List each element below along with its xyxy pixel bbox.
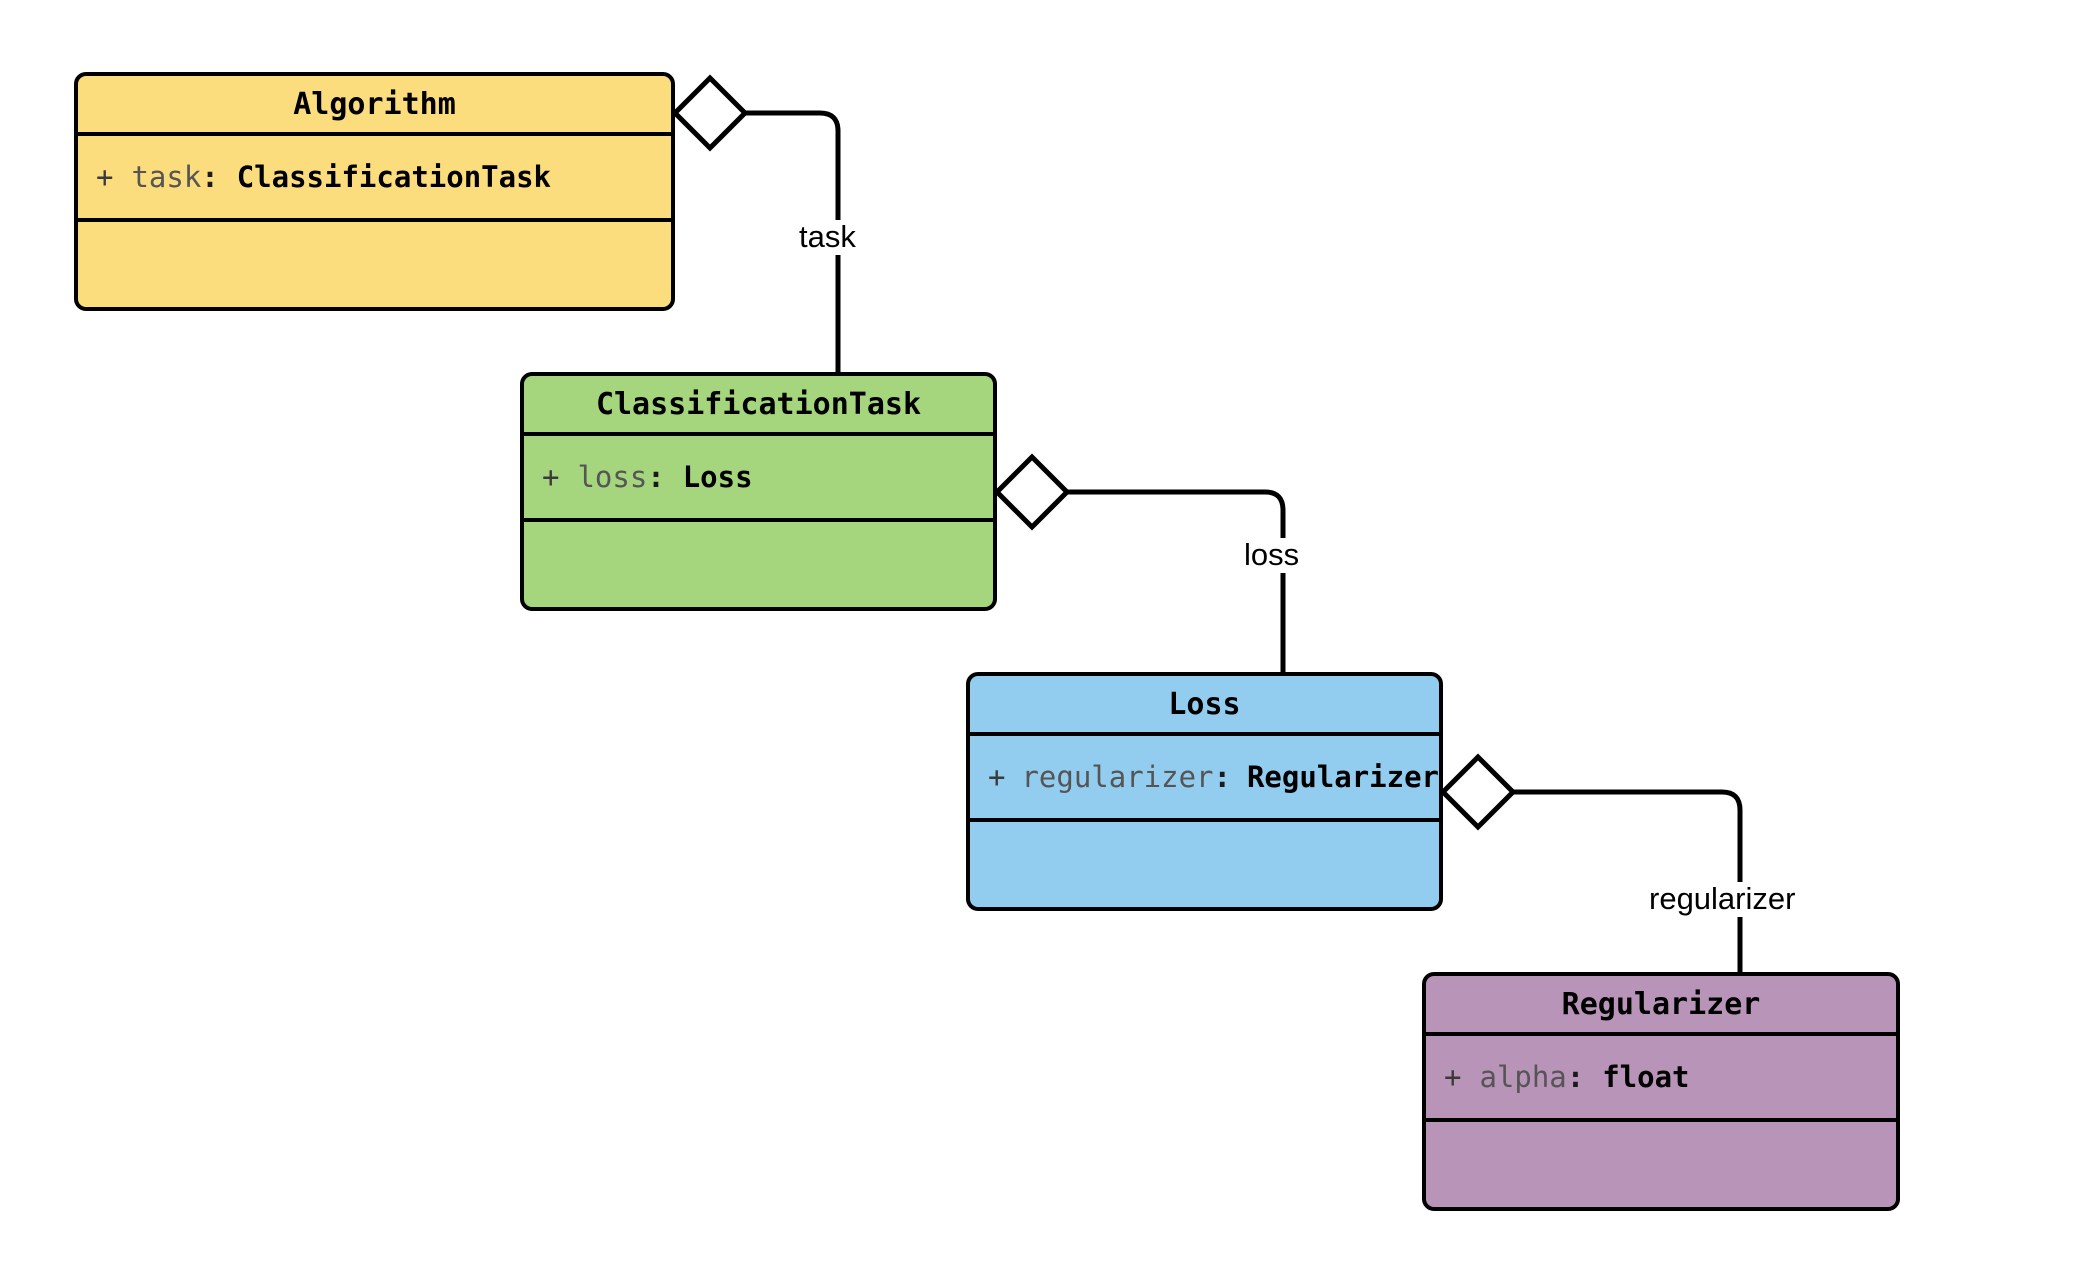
attribute-visibility: + (542, 460, 560, 494)
class-title-classification-task: ClassificationTask (524, 376, 993, 436)
class-title-regularizer: Regularizer (1426, 976, 1896, 1036)
class-methods-compartment (1426, 1122, 1896, 1207)
class-box-algorithm[interactable]: Algorithm + task : ClassificationTask (74, 72, 675, 311)
class-title-loss: Loss (970, 676, 1439, 736)
attribute-type: float (1602, 1060, 1690, 1094)
attribute-name: task (131, 160, 202, 194)
attribute-separator: : (201, 160, 219, 194)
class-title-algorithm: Algorithm (78, 76, 671, 136)
class-methods-compartment (524, 522, 993, 607)
attribute-type: Regularizer (1246, 760, 1439, 794)
hollow-diamond-icon (1439, 753, 1517, 831)
attribute-separator: : (1566, 1060, 1585, 1094)
attribute-visibility: + (96, 160, 114, 194)
attribute-separator: : (1213, 760, 1231, 794)
relation-label-task: task (795, 220, 860, 255)
hollow-diamond-icon (993, 453, 1071, 531)
class-box-classification-task[interactable]: ClassificationTask + loss : Loss (520, 372, 997, 611)
attribute-type: ClassificationTask (236, 160, 551, 194)
relation-loss-regularizer[interactable] (1439, 753, 1743, 972)
attribute-name: regularizer (1021, 760, 1214, 794)
attribute-type: Loss (682, 460, 753, 494)
hollow-diamond-icon (671, 74, 749, 152)
attribute-name: alpha (1479, 1060, 1567, 1094)
class-methods-compartment (970, 822, 1439, 907)
relation-label-loss: loss (1240, 538, 1304, 573)
attribute-separator: : (647, 460, 665, 494)
attribute-visibility: + (988, 760, 1006, 794)
attribute-visibility: + (1444, 1060, 1462, 1094)
relation-classificationtask-loss-line (1067, 489, 1286, 672)
attribute-name: loss (577, 460, 648, 494)
class-box-regularizer[interactable]: Regularizer + alpha : float (1422, 972, 1900, 1211)
class-attribute-row: + alpha : float (1426, 1036, 1896, 1122)
relation-label-regularizer: regularizer (1645, 882, 1800, 917)
class-methods-compartment (78, 222, 671, 307)
class-attribute-row: + task : ClassificationTask (78, 136, 671, 222)
class-attribute-row: + loss : Loss (524, 436, 993, 522)
class-box-loss[interactable]: Loss + regularizer : Regularizer (966, 672, 1443, 911)
class-attribute-row: + regularizer : Regularizer (970, 736, 1439, 822)
